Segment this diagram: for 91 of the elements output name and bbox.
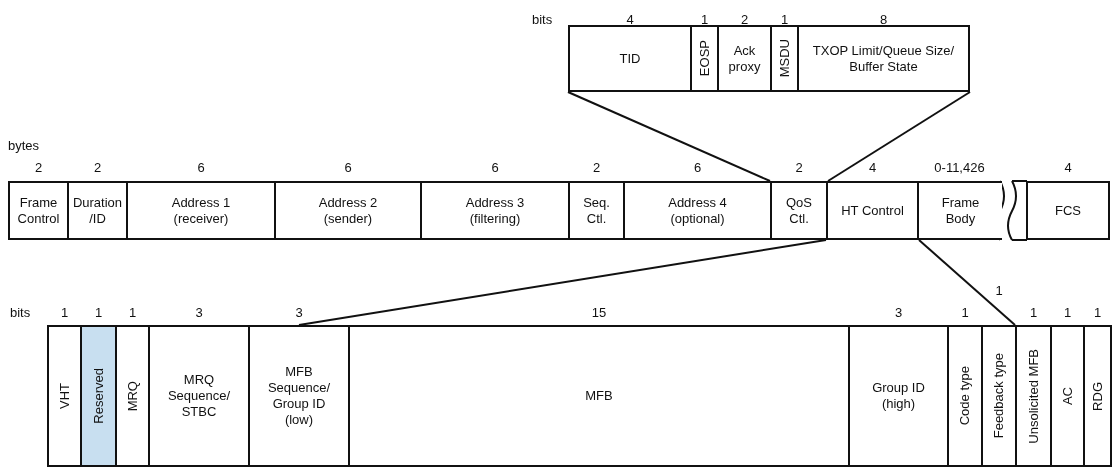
field-name: Duration /ID [71,194,124,227]
frame-field [420,181,570,240]
field-size: 15 [591,305,607,320]
frame-field [770,181,828,240]
field-name: HT Control [840,202,905,219]
field-name: MRQ Sequence/ STBC [166,372,232,420]
field-name: AC [1059,386,1076,406]
field-size: 4 [1064,160,1072,175]
field-size: 3 [894,305,903,320]
field-size: 6 [197,160,205,175]
frame-field [1015,325,1052,467]
frame-field [274,181,422,240]
field-size: 6 [344,160,352,175]
field-size: 6 [491,160,499,175]
expansion-line [918,239,1016,326]
field-name: Frame Body [940,194,981,227]
field-size: 1 [1063,305,1072,320]
unit-label: bytes [8,138,40,153]
field-size: 2 [795,160,803,175]
frame-field [981,325,1017,467]
frame-field [690,25,719,92]
field-size: 1 [60,305,69,320]
frame-field [8,181,69,240]
field-name: Address 3 (filtering) [464,194,526,227]
unit-label: bits [532,12,553,27]
field-name: QoS Ctl. [785,194,813,227]
field-size: 1 [1029,305,1038,320]
frame-field [80,325,117,467]
frame-field [348,325,850,467]
frame-field [623,181,772,240]
field-size: 4 [626,12,634,27]
field-size: 4 [868,160,877,175]
frame-field [797,25,970,92]
field-name: Frame Control [16,194,61,227]
expansion-line [298,239,827,326]
frame-field [568,25,692,92]
field-name: FCS [1054,202,1082,219]
frame-field [67,181,128,240]
frame-field [115,325,150,467]
field-name: Code type [957,366,973,426]
field-size: 3 [295,305,303,320]
frame-field [770,25,799,92]
field-size: 1 [780,12,789,27]
field-name: VHT [56,383,73,409]
frame-field [717,25,772,92]
field-name: MRQ [124,380,141,412]
field-name: MSDU [776,39,793,78]
field-name: MFB [584,388,614,404]
field-size: 3 [195,305,203,320]
frame-field [1083,325,1112,467]
expansion-line [827,91,971,182]
frame-field [148,325,250,467]
field-name: TID [618,50,642,67]
field-name: Group ID (high) [871,380,926,412]
expansion-line [567,91,771,182]
field-name: Ack proxy [727,42,762,75]
frame-field [848,325,949,467]
field-name: EOSP [696,40,713,77]
frame-field [947,325,983,467]
field-name: Feedback type [991,353,1007,439]
frame-field [248,325,350,467]
field-name: Seq. Ctl. [582,194,611,227]
frame-field [47,325,82,467]
frame-field [568,181,625,240]
field-size: 1 [700,12,709,27]
frame-field [1026,181,1110,240]
field-size: 2 [740,12,749,27]
field-size: 0-11,426 [934,160,985,175]
field-size: 6 [693,160,702,175]
field-name: Address 2 (sender) [317,194,379,227]
frame-field [1050,325,1085,467]
frame-field [917,181,1002,240]
field-size: 2 [93,160,102,175]
field-name: Reserved [90,368,107,424]
field-size: 1 [995,283,1003,298]
field-size: 1 [1093,305,1102,320]
field-size: 2 [592,160,601,175]
field-name: RDG [1089,381,1106,411]
field-size: 1 [128,305,137,320]
frame-field [126,181,276,240]
field-size: 2 [34,160,43,175]
field-name: MFB Sequence/ Group ID (low) [266,364,332,428]
field-name: Address 1 (receiver) [170,194,232,227]
frame-field [826,181,919,240]
unit-label: bits [10,305,31,320]
field-size: 1 [94,305,103,320]
field-name: TXOP Limit/Queue Size/ Buffer State [811,42,956,75]
field-name: Address 4 (optional) [667,194,728,227]
field-name: Unsolicited MFB [1025,348,1042,444]
field-size: 8 [879,12,888,27]
field-size: 1 [961,305,969,320]
